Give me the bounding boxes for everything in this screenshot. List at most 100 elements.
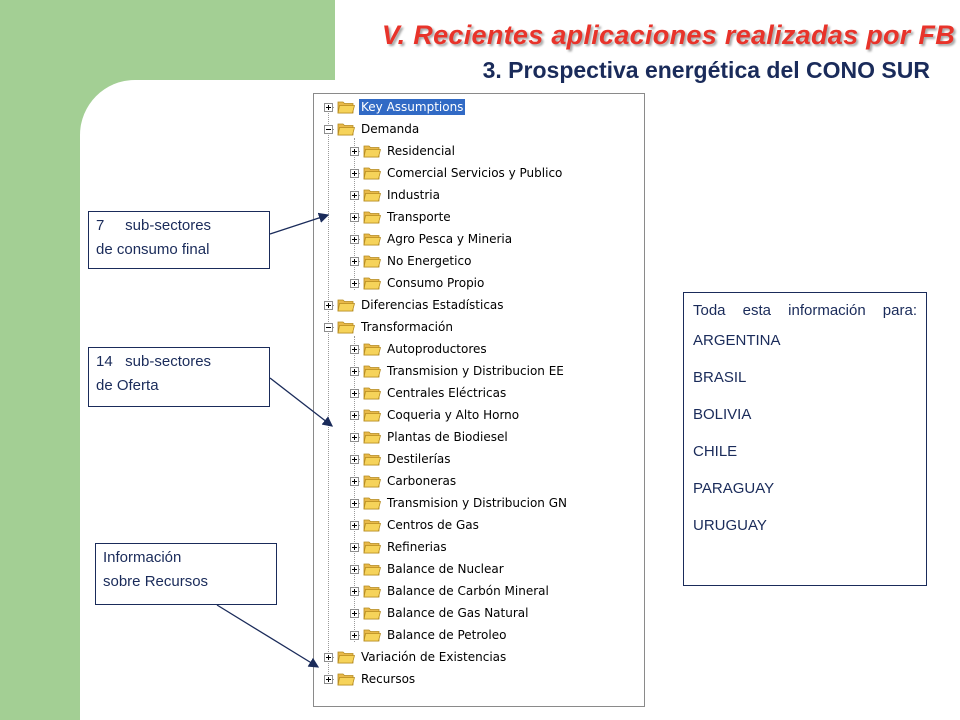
minus-box-icon[interactable] [324, 124, 333, 134]
plus-box-icon[interactable] [350, 608, 359, 618]
callout-recursos: Información sobre Recursos [95, 543, 277, 605]
tree-node[interactable]: Agro Pesca y Mineria [350, 229, 514, 249]
tree-node-label: Comercial Servicios y Publico [387, 166, 563, 180]
country-item: URUGUAY [693, 517, 767, 534]
tree-node[interactable]: Autoproductores [350, 339, 489, 359]
plus-box-icon[interactable] [350, 344, 359, 354]
tree-node-label: Transformación [361, 320, 453, 334]
country-item: CHILE [693, 443, 738, 460]
folder-icon [363, 519, 381, 532]
folder-icon [363, 497, 381, 510]
plus-box-icon[interactable] [350, 388, 359, 398]
callout-oferta-line1: 14 sub-sectores [96, 353, 212, 370]
tree-node-label: Plantas de Biodiesel [387, 430, 508, 444]
tree-node-label: Variación de Existencias [361, 650, 507, 664]
plus-box-icon[interactable] [350, 146, 359, 156]
tree-node-label: Centrales Eléctricas [387, 386, 507, 400]
tree-node-label: Agro Pesca y Mineria [387, 232, 513, 246]
info-intro: Toda esta información para: [693, 302, 917, 319]
slide-title: V. Recientes aplicaciones realizadas por… [381, 20, 955, 50]
callout-oferta-line2: de Oferta [96, 377, 159, 394]
tree-node-label: Industria [387, 188, 440, 202]
minus-box-icon[interactable] [324, 322, 333, 332]
plus-box-icon[interactable] [350, 234, 359, 244]
tree-node[interactable]: Plantas de Biodiesel [350, 427, 510, 447]
plus-box-icon[interactable] [324, 102, 333, 112]
plus-box-icon[interactable] [350, 366, 359, 376]
tree-node-label: Balance de Petroleo [387, 628, 507, 642]
plus-box-icon[interactable] [350, 190, 359, 200]
folder-icon [363, 607, 381, 620]
tree-node[interactable]: Destilerías [350, 449, 453, 469]
tree-node-label: Transmision y Distribucion EE [387, 364, 564, 378]
tree-node[interactable]: Transmision y Distribucion GN [350, 493, 569, 513]
tree-node[interactable]: Refinerias [350, 537, 449, 557]
plus-box-icon[interactable] [350, 278, 359, 288]
tree-node[interactable]: Key Assumptions [324, 97, 466, 117]
tree-node[interactable]: Transmision y Distribucion EE [350, 361, 566, 381]
tree-node-label: Consumo Propio [387, 276, 485, 290]
tree-node-label: Coqueria y Alto Horno [387, 408, 520, 422]
plus-box-icon[interactable] [350, 454, 359, 464]
tree-node-label: Centros de Gas [387, 518, 479, 532]
tree-node-label: Residencial [387, 144, 455, 158]
tree-node-label: Recursos [361, 672, 416, 686]
tree-node-label: Balance de Carbón Mineral [387, 584, 549, 598]
country-item: BOLIVIA [693, 406, 752, 423]
tree-node[interactable]: Diferencias Estadísticas [324, 295, 506, 315]
tree-connector-root [328, 108, 329, 678]
folder-icon [363, 167, 381, 180]
folder-icon [337, 299, 355, 312]
plus-box-icon[interactable] [324, 674, 333, 684]
plus-box-icon[interactable] [350, 520, 359, 530]
plus-box-icon[interactable] [350, 630, 359, 640]
plus-box-icon[interactable] [324, 300, 333, 310]
plus-box-icon[interactable] [350, 410, 359, 420]
callout-recursos-line1: Información [103, 549, 182, 566]
tree-node-label: Transporte [387, 210, 451, 224]
green-background-strip [0, 80, 80, 720]
plus-box-icon[interactable] [350, 476, 359, 486]
tree-node[interactable]: Consumo Propio [350, 273, 486, 293]
tree-node[interactable]: Centrales Eléctricas [350, 383, 508, 403]
plus-box-icon[interactable] [350, 564, 359, 574]
tree-node-label: Balance de Nuclear [387, 562, 504, 576]
plus-box-icon[interactable] [350, 432, 359, 442]
plus-box-icon[interactable] [350, 586, 359, 596]
tree-node[interactable]: Transformación [324, 317, 455, 337]
tree-node[interactable]: No Energetico [350, 251, 473, 271]
plus-box-icon[interactable] [350, 498, 359, 508]
folder-icon [363, 387, 381, 400]
plus-box-icon[interactable] [350, 256, 359, 266]
plus-box-icon[interactable] [350, 212, 359, 222]
tree-node[interactable]: Industria [350, 185, 442, 205]
tree-node[interactable]: Balance de Nuclear [350, 559, 506, 579]
tree-node[interactable]: Transporte [350, 207, 453, 227]
folder-icon [363, 343, 381, 356]
tree-node[interactable]: Centros de Gas [350, 515, 481, 535]
tree-node[interactable]: Demanda [324, 119, 421, 139]
callout-consumo-line2: de consumo final [96, 241, 210, 258]
tree-node-label: No Energetico [387, 254, 472, 268]
tree-node[interactable]: Recursos [324, 669, 417, 689]
folder-icon [337, 651, 355, 664]
plus-box-icon[interactable] [350, 542, 359, 552]
tree-node[interactable]: Balance de Gas Natural [350, 603, 530, 623]
plus-box-icon[interactable] [350, 168, 359, 178]
tree-node[interactable]: Comercial Servicios y Publico [350, 163, 564, 183]
folder-icon [363, 585, 381, 598]
folder-icon [363, 211, 381, 224]
tree-node[interactable]: Variación de Existencias [324, 647, 508, 667]
plus-box-icon[interactable] [324, 652, 333, 662]
tree-node[interactable]: Residencial [350, 141, 457, 161]
folder-icon [363, 453, 381, 466]
tree-node[interactable]: Balance de Carbón Mineral [350, 581, 551, 601]
folder-icon [363, 563, 381, 576]
country-item: BRASIL [693, 369, 747, 386]
tree-node[interactable]: Balance de Petroleo [350, 625, 508, 645]
folder-icon [363, 409, 381, 422]
tree-node[interactable]: Carboneras [350, 471, 458, 491]
tree-node[interactable]: Coqueria y Alto Horno [350, 405, 521, 425]
folder-icon [363, 629, 381, 642]
